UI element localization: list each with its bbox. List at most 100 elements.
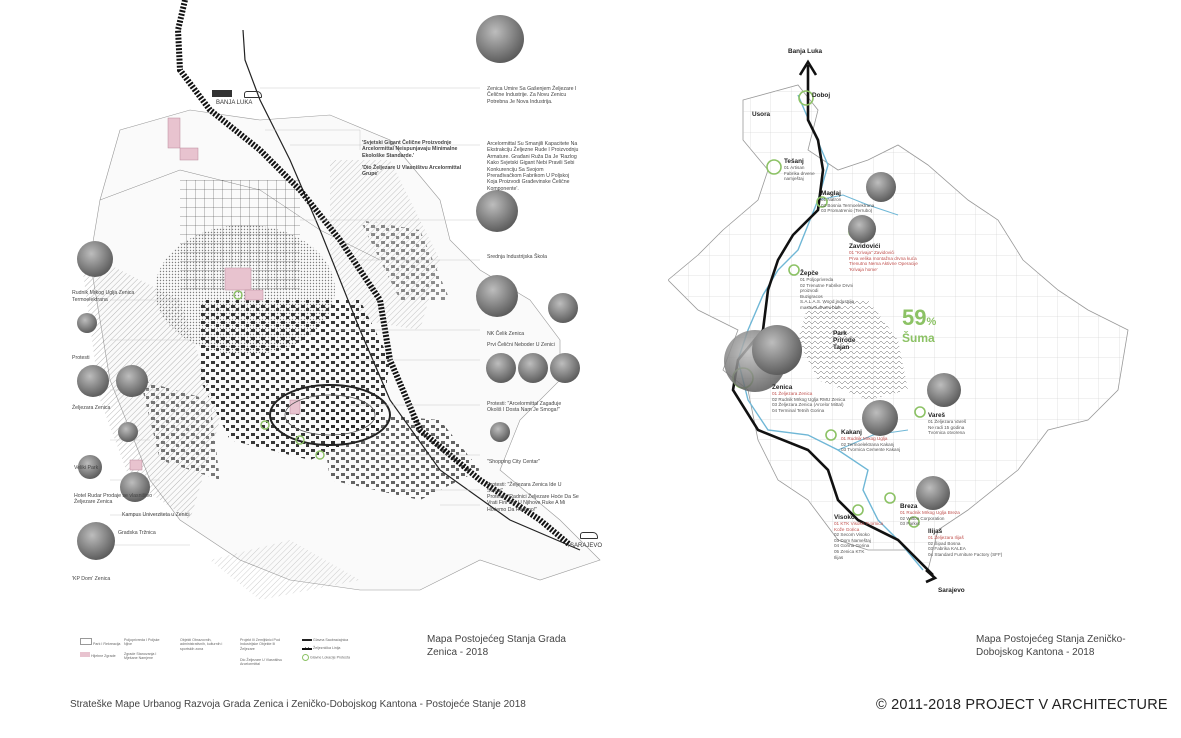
note-zenica-umire: Zenica Umire Sa Gašenjem Željezare I Čel… bbox=[487, 86, 577, 105]
label-rudnik: Rudnik Mrkog Uglja Zenica bbox=[72, 290, 135, 296]
car-icon bbox=[580, 532, 598, 539]
town-block-visoko: Visoko 01 KTK Visoko Tvornica Kože Goric… bbox=[834, 514, 883, 560]
photo-skola bbox=[476, 190, 518, 232]
photo-zavidovici bbox=[848, 215, 876, 243]
town-marker-maglaj bbox=[816, 196, 828, 208]
photo-trznica bbox=[77, 522, 115, 560]
footer-caption: Strateške Mape Urbanog Razvoja Grada Zen… bbox=[70, 699, 526, 710]
left-map-title-line2: Zenica - 2018 bbox=[427, 647, 489, 658]
town-sub: 04 Standard Furniture Factory (SFF) bbox=[928, 551, 1003, 557]
protest-location-marker bbox=[315, 450, 325, 460]
town-sub: 02 Bosnia Termoelektrana bbox=[821, 202, 875, 208]
town-marker-breza bbox=[884, 492, 896, 504]
town-sub: 01 Natron bbox=[821, 197, 842, 202]
town-label-zenica: Zenica bbox=[772, 384, 793, 391]
forest-percent-value: 59 bbox=[902, 305, 927, 330]
town-marker-doboj bbox=[798, 90, 814, 106]
town-marker-ilijas bbox=[908, 516, 920, 528]
label-nk-celik: NK Čelik Zenica bbox=[487, 331, 525, 337]
park-prirode-tajan-area bbox=[798, 300, 908, 400]
town-label-zepce: Žepče bbox=[800, 270, 819, 277]
town-label-usora: Usora bbox=[752, 111, 771, 118]
town-sub: Ilijas bbox=[834, 554, 844, 560]
town-label-kakanj: Kakanj bbox=[841, 429, 862, 436]
legend-item: Željeznička Linija bbox=[313, 646, 341, 650]
town-marker-tesanj bbox=[766, 159, 782, 175]
town-sub: Tvornica otvorena bbox=[928, 430, 965, 436]
forest-label: Šuma bbox=[902, 331, 935, 345]
legend-item: Glavna Saobraćajnica bbox=[313, 638, 349, 642]
label-neboder: Prvi Čelični Neboder U Zenici bbox=[487, 342, 555, 348]
protest-location-marker bbox=[233, 290, 243, 300]
park-label-line: Park bbox=[833, 330, 847, 337]
legend-item: Objekti Obrazovnih, administrativnih, ku… bbox=[180, 638, 223, 651]
photo-maglaj bbox=[866, 172, 896, 202]
photo-zenica-umire bbox=[476, 15, 524, 63]
town-marker-zepce bbox=[788, 264, 800, 276]
legend-item: Projekt Ili Zemljišnici Pod Industrijske… bbox=[240, 638, 280, 651]
truck-icon bbox=[212, 90, 232, 97]
town-sub: masovni drveni blok bbox=[800, 304, 841, 310]
note-arcelormittal-2: 'Dio Željezare U Vlasništvu Arcelormitta… bbox=[362, 165, 462, 178]
town-label-vares: Vareš bbox=[928, 412, 946, 419]
town-sub: 'Krivaja home' bbox=[849, 266, 878, 272]
town-label-tesanj: Tešanj bbox=[784, 158, 804, 165]
arrow-north-icon bbox=[798, 59, 818, 76]
town-block-zepce: Žepče 01 Poljoprivreda 02 Trenutne Fabri… bbox=[800, 270, 854, 311]
right-canton-map bbox=[668, 59, 1129, 584]
photo-kampus bbox=[120, 472, 150, 502]
town-sub: 03 Fabrika KALEA bbox=[928, 546, 966, 552]
forest-percentage: 59% Šuma bbox=[902, 305, 936, 345]
note-protest-stecaj: Protesti: "Željezara Zenica Ide U Stečaj… bbox=[487, 482, 562, 495]
legend-item: Hljebne Zgrade bbox=[91, 654, 116, 658]
note-protest-radnici: Protesti: "Radnici Željezare Hoće Da Se … bbox=[487, 494, 579, 513]
town-block-zavidovici: Zavidovići 01 "Krivaja" Zavidovići Prva … bbox=[849, 243, 918, 272]
route-label-sarajevo: SARAJEVO bbox=[570, 543, 603, 549]
photo-termoelektrana bbox=[77, 313, 97, 333]
legend-item: Dio Željezare U Vlasništvu Arcelormittal bbox=[240, 658, 283, 667]
route-label-banja-luka: Banja Luka bbox=[788, 48, 823, 55]
town-block-kakanj: Kakanj 01 Rudnik Mrkog Uglja 02 Termoele… bbox=[841, 429, 900, 453]
town-label-visoko: Visoko bbox=[834, 514, 855, 521]
town-sub: 01 Željezara Zenica bbox=[772, 391, 813, 396]
town-sub: 03 Željezara Zenica (Arcelor Mittal) bbox=[772, 402, 844, 408]
park-label: Park Prirode Tajan bbox=[833, 330, 855, 351]
town-sub: 05 Zenica KTK bbox=[834, 548, 865, 554]
town-sub: 03 Promatrenio (Terrubo) bbox=[821, 208, 873, 214]
note-arcelormittal-1: 'Svjetski Gigant Čelične Proizvodnje Arc… bbox=[362, 140, 458, 159]
town-sub: 02 Wilton Corporation bbox=[900, 515, 945, 521]
photo-breza bbox=[916, 476, 950, 510]
photo-neboder-3 bbox=[550, 353, 580, 383]
town-block-tesanj: Tešanj 01 Artisan Fabrika drvene namješt… bbox=[784, 158, 815, 182]
label-zeljezara: Željezara Zenica bbox=[72, 405, 111, 411]
town-marker-visoko bbox=[852, 504, 864, 516]
town-sub: 01 Rudnik Mrkog Uglja bbox=[841, 436, 888, 441]
photo-neboder-1 bbox=[486, 353, 516, 383]
town-label-doboj: Doboj bbox=[812, 92, 831, 99]
town-label-maglaj: Maglaj bbox=[821, 190, 841, 197]
photo-hotel-rudar bbox=[78, 455, 102, 479]
left-map-title: Mapa Postojećeg Stanja Grada Zenica - 20… bbox=[427, 633, 566, 659]
protest-location-marker bbox=[295, 435, 305, 445]
town-block-vares: Vareš 01 Željezara Vareš Ne radi 15 godi… bbox=[928, 412, 966, 436]
town-sub: 03 Tvornica Cemente Kakanj bbox=[841, 447, 901, 453]
town-sub: Buzigracos bbox=[800, 293, 823, 299]
main-road bbox=[242, 29, 581, 551]
town-label-zavidovici: Zavidovići bbox=[849, 243, 881, 250]
town-sub: S.A.L.A.S. Wood industrija bbox=[800, 299, 855, 305]
right-map-title-line2: Dobojskog Kantona - 2018 bbox=[976, 647, 1095, 658]
town-sub: 04 Gorina Gorina bbox=[834, 543, 870, 549]
photo-neboder-2 bbox=[518, 353, 548, 383]
photo-veliki-park bbox=[118, 422, 138, 442]
town-sub: namještaj bbox=[784, 176, 804, 182]
town-marker-kakanj bbox=[825, 429, 837, 441]
town-block-maglaj: Maglaj 01 Natron 02 Bosnia Termoelektran… bbox=[821, 190, 874, 214]
note-protest-smog: Protesti: "Arcelormittal Zagađuje Okoliš… bbox=[487, 401, 562, 414]
town-label-ilijas: Ilijaš bbox=[928, 528, 943, 535]
car-icon bbox=[244, 91, 262, 98]
route-label-sarajevo: Sarajevo bbox=[938, 587, 965, 594]
town-sub: 02 Šipad Bosna bbox=[928, 540, 961, 546]
photo-rudnik bbox=[77, 241, 113, 277]
railway-line bbox=[174, 0, 572, 548]
label-kp-dom: 'KP Dom' Zenica bbox=[72, 576, 111, 582]
